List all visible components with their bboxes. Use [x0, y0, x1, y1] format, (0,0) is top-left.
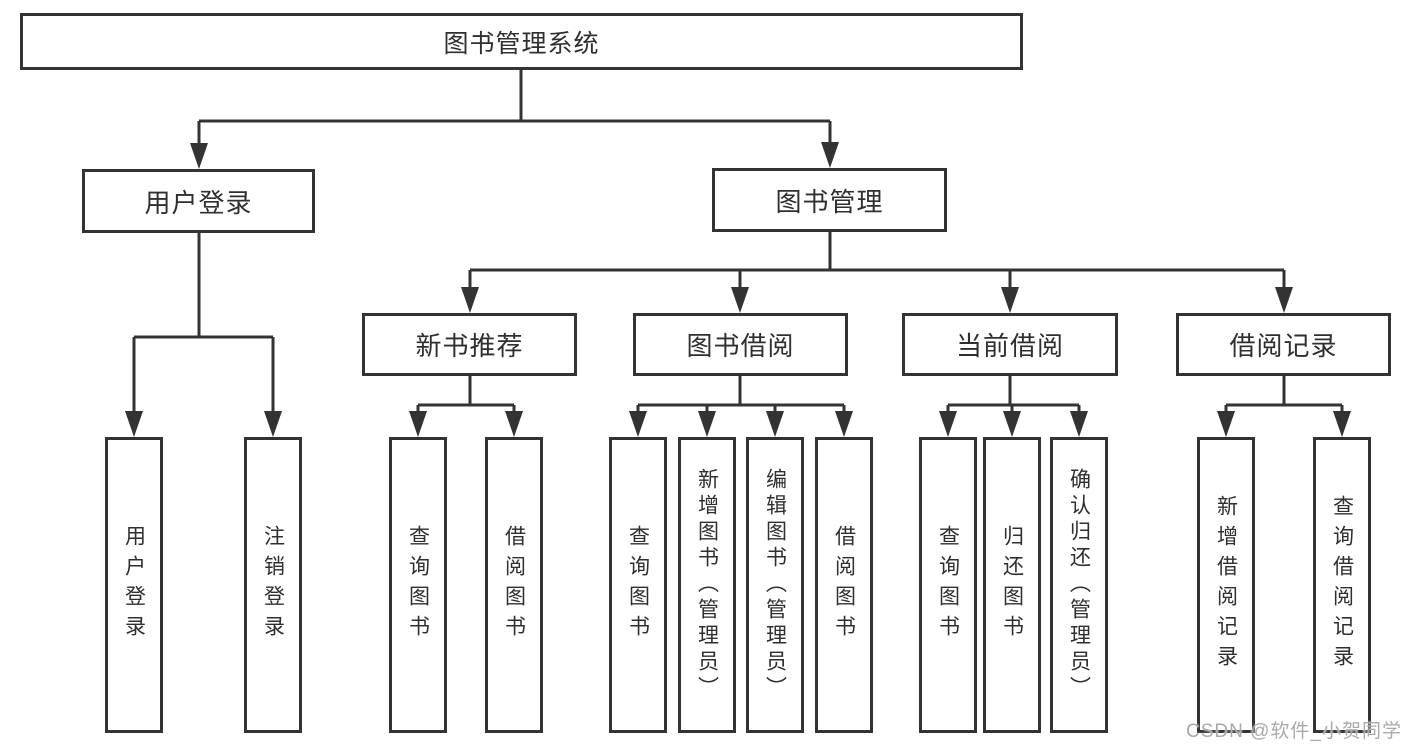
csdn-watermark: CSDN @软件_小贺同学	[1186, 721, 1402, 742]
node-book-borrow: 图书借阅	[633, 313, 848, 376]
leaf-borrow-books: 借阅图书	[815, 437, 873, 733]
node-user-login: 用户登录	[82, 169, 315, 233]
node-new-book-recommend: 新书推荐	[362, 313, 577, 376]
node-root-system: 图书管理系统	[20, 13, 1023, 70]
leaf-user-login: 用户登录	[105, 437, 163, 733]
leaf-borrow-books-recommend: 借阅图书	[485, 437, 543, 733]
leaf-return-books: 归还图书	[983, 437, 1041, 733]
leaf-query-books-current: 查询图书	[919, 437, 977, 733]
leaf-query-borrow-record: 查询借阅记录	[1313, 437, 1371, 733]
leaf-add-borrow-record: 新增借阅记录	[1197, 437, 1255, 733]
node-book-management: 图书管理	[712, 168, 947, 232]
node-borrow-records: 借阅记录	[1176, 313, 1391, 376]
node-current-borrow: 当前借阅	[902, 313, 1118, 376]
leaf-confirm-return-admin: 确认归还（管理员）	[1050, 437, 1108, 733]
leaf-query-books-recommend: 查询图书	[389, 437, 447, 733]
leaf-logout: 注销登录	[244, 437, 302, 733]
leaf-edit-books-admin: 编辑图书（管理员）	[746, 437, 804, 733]
leaf-query-books-borrow: 查询图书	[609, 437, 667, 733]
leaf-add-books-admin: 新增图书（管理员）	[678, 437, 736, 733]
